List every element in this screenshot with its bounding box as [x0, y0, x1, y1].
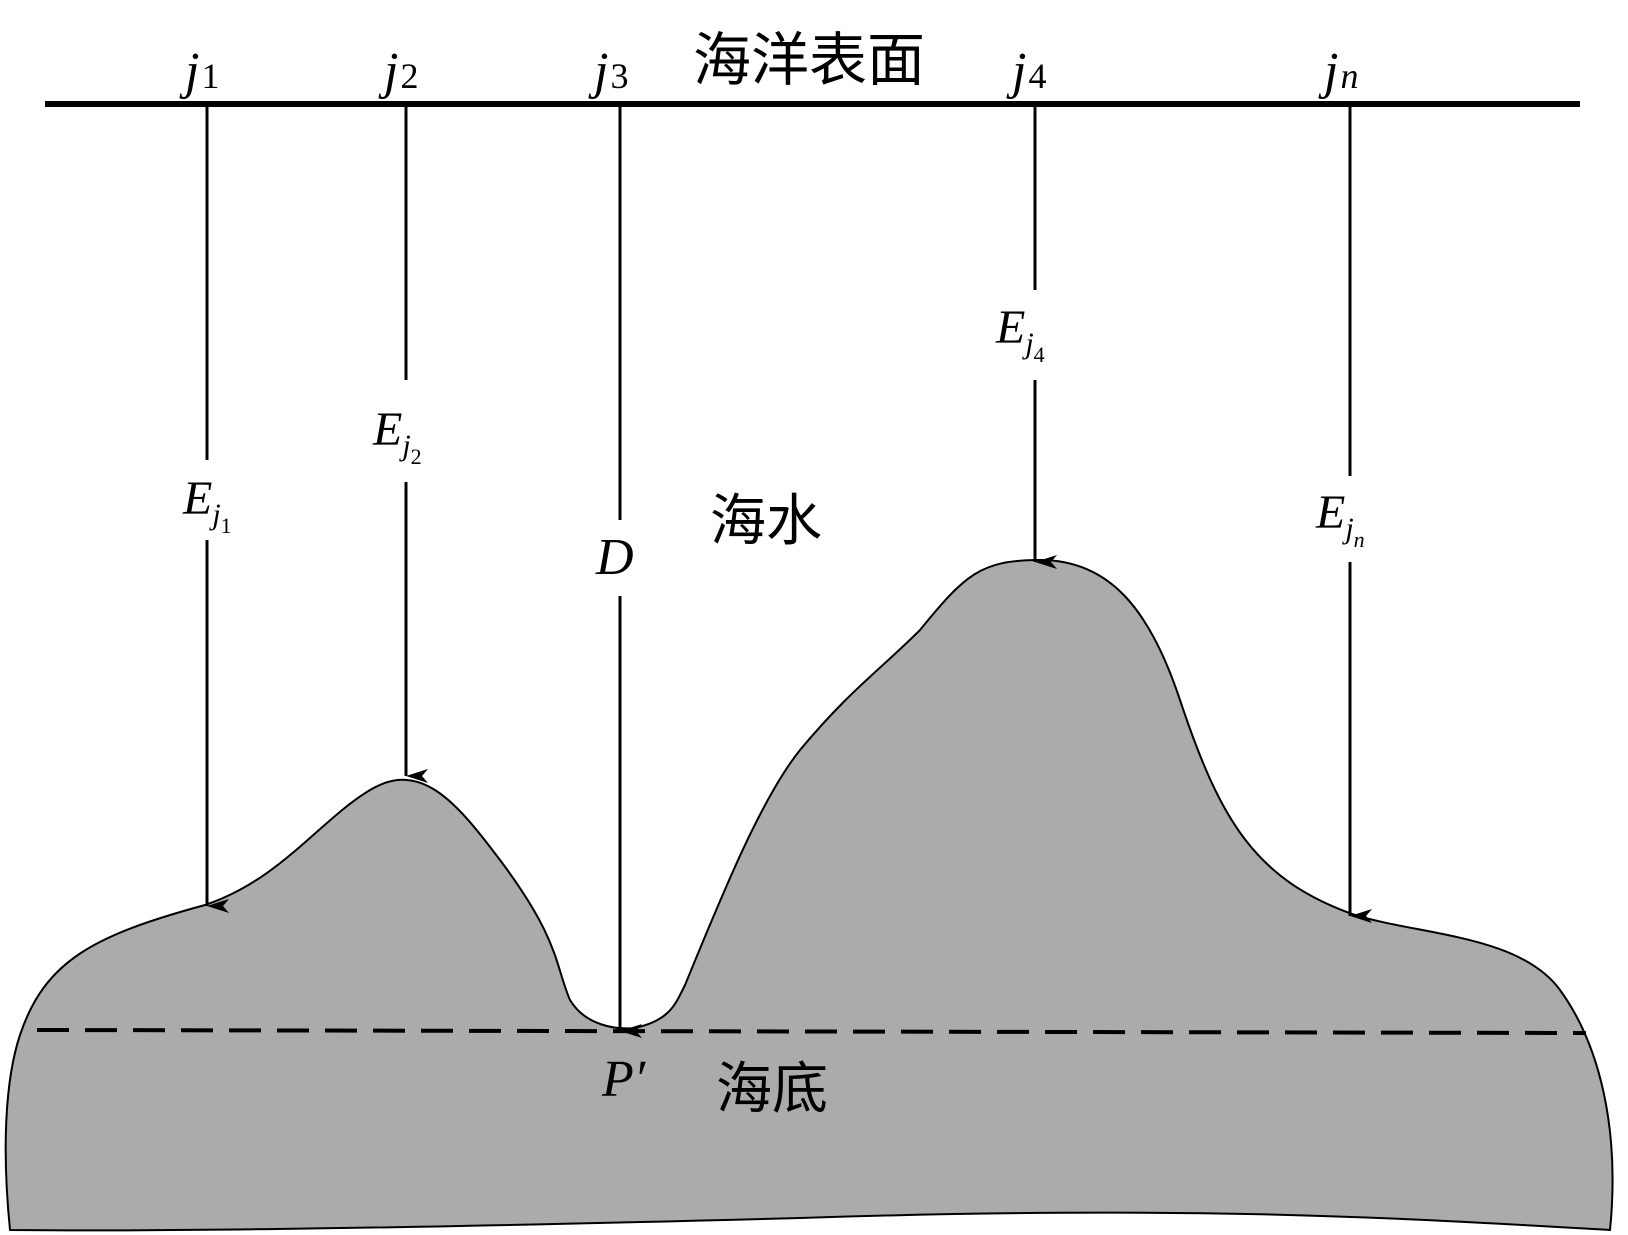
depth-label-ej4: Ej4	[995, 301, 1045, 367]
beam-label-j1: j1	[179, 43, 219, 100]
beam-label-j2: j2	[378, 43, 418, 100]
depth-label-ejn: Ejn	[1315, 486, 1365, 552]
beam-label-j4: j4	[1006, 43, 1046, 100]
seabed-terrain	[4, 558, 1614, 1232]
depth-label-ej2: Ej2	[372, 403, 422, 469]
depth-label-d: D	[595, 529, 634, 586]
beam-label-jn: jn	[1318, 43, 1358, 100]
depth-label-ej1: Ej1	[182, 472, 232, 538]
seabed-label: 海底	[716, 1057, 828, 1122]
beam-label-j3: j3	[588, 43, 628, 100]
seawater-label: 海水	[710, 489, 822, 554]
sea-surface-label: 海洋表面	[693, 26, 925, 94]
seabed-reference-dashed-line	[36, 1028, 1587, 1035]
point-p-prime-label: P′	[601, 1051, 647, 1108]
